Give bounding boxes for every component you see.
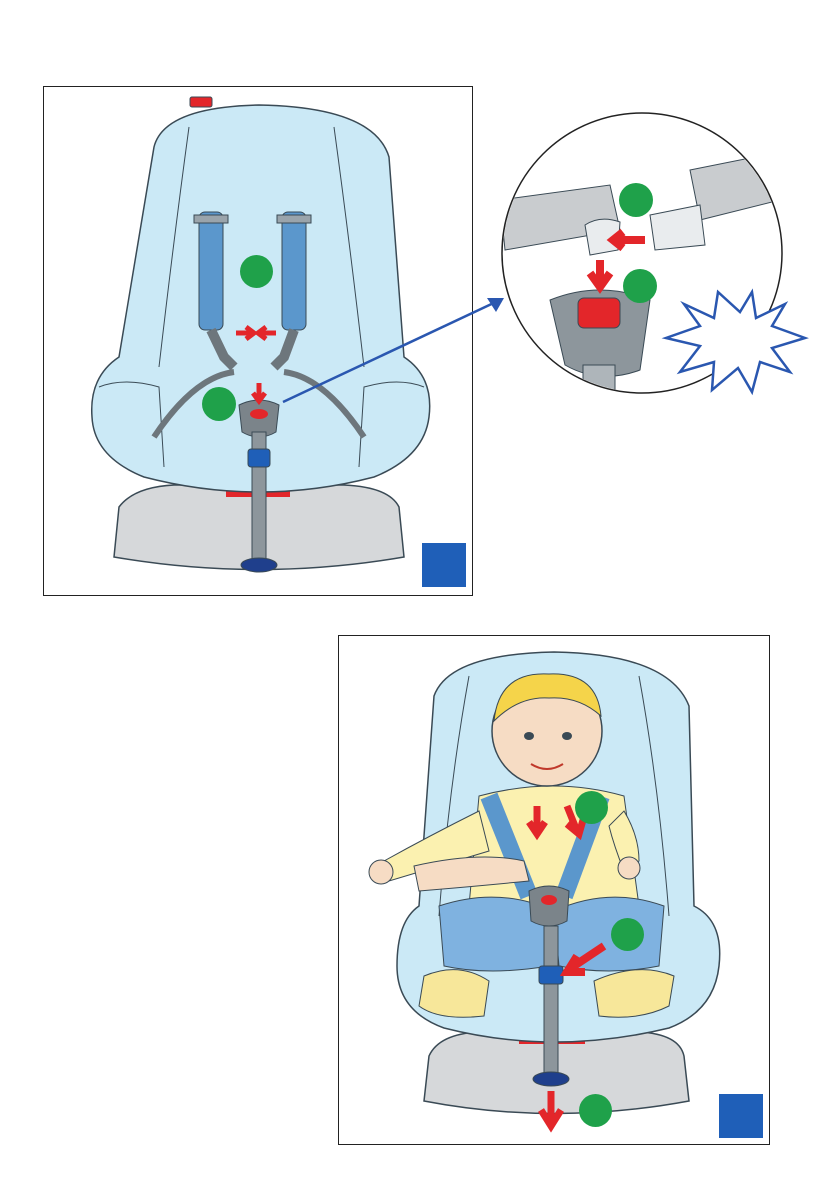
step-marker-detail-a: [619, 183, 653, 217]
step-marker-buckle: [202, 387, 236, 421]
step-marker-pull-strap: [579, 1094, 612, 1127]
figure-1-panel: [43, 86, 473, 596]
child-seat-illustration: [339, 636, 771, 1146]
figure-tag-2: [719, 1094, 763, 1138]
step-marker-adjuster: [611, 918, 644, 951]
figure-2-panel: [338, 635, 770, 1145]
figure-tag-1: [422, 543, 466, 587]
step-marker-shoulder-straps: [575, 791, 608, 824]
click-burst-icon: [666, 292, 805, 392]
step-marker-detail-b: [623, 269, 657, 303]
pointer-arrowhead: [487, 298, 504, 312]
empty-seat-illustration: [44, 87, 474, 597]
buckle-detail-circle: [502, 113, 782, 393]
step-marker-seat-strap: [240, 255, 273, 288]
